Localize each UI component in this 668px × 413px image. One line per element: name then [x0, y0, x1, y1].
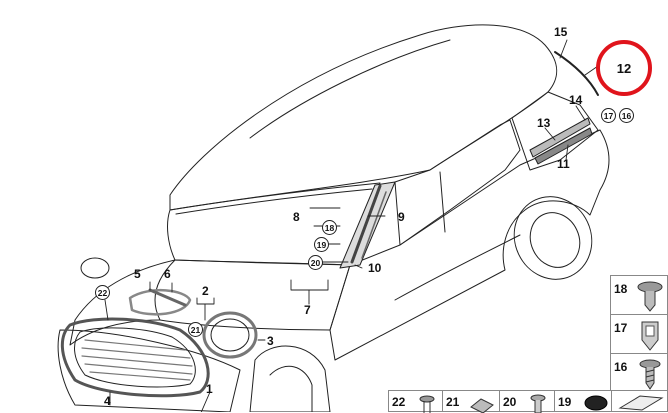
window-trim-13 — [529, 117, 591, 158]
grille — [60, 317, 210, 398]
front-bumper — [57, 329, 241, 412]
legend-item-20: 20 — [499, 390, 555, 413]
callout-14: 14 — [569, 93, 583, 107]
callout-17: 17 — [601, 108, 616, 123]
legend-item-18: 18 — [610, 275, 668, 315]
callout-11: 11 — [557, 157, 570, 171]
callout-3: 3 — [267, 334, 274, 348]
legend-item-17: 17 — [610, 314, 668, 354]
callout-18: 18 — [322, 220, 337, 235]
a-pillar-trim — [339, 181, 396, 269]
callout-7: 7 — [304, 303, 311, 317]
callout-5: 5 — [134, 267, 141, 281]
expanding-rivet-icon — [530, 394, 546, 413]
callout-16: 16 — [619, 108, 634, 123]
clamp-clip-icon — [641, 321, 659, 351]
callout-15: 15 — [554, 25, 568, 39]
rivet-icon — [419, 395, 435, 413]
rear-wheel — [513, 196, 593, 280]
legend-item-tape — [611, 390, 668, 412]
callout-1: 1 — [206, 382, 213, 396]
side-window — [394, 119, 521, 246]
rear-spoiler — [554, 51, 599, 96]
callout-12-highlighted: 12 — [596, 40, 652, 96]
window-trim-11 — [534, 127, 593, 165]
callout-21: 21 — [188, 322, 203, 337]
legend-item-21: 21 — [442, 390, 500, 413]
headlight-ring — [202, 311, 258, 359]
screw-icon — [639, 359, 661, 390]
legend-item-19: 19 — [554, 390, 612, 412]
hood — [154, 259, 351, 331]
callout-2: 2 — [202, 284, 209, 298]
callout-6: 6 — [164, 267, 171, 281]
callout-10: 10 — [368, 261, 382, 275]
callout-13: 13 — [537, 116, 551, 130]
push-clip-icon — [637, 281, 663, 312]
callout-22: 22 — [95, 285, 110, 300]
callout-9: 9 — [398, 210, 405, 224]
callout-8: 8 — [293, 210, 300, 224]
callout-20: 20 — [308, 255, 323, 270]
legend-item-22: 22 — [388, 390, 443, 413]
callout-4: 4 — [104, 394, 111, 408]
callout-19: 19 — [314, 237, 329, 252]
roof-outline — [169, 24, 558, 211]
tape-strip-icon — [618, 395, 664, 411]
legend-panel-bottom: 22 21 20 19 — [388, 390, 668, 413]
front-wheel — [249, 345, 331, 412]
body-side — [329, 129, 610, 361]
rear-side-window — [511, 91, 599, 171]
bracket-clip-icon — [470, 398, 494, 413]
legend-item-16: 16 — [610, 353, 668, 393]
seal-plug-icon — [584, 395, 608, 411]
